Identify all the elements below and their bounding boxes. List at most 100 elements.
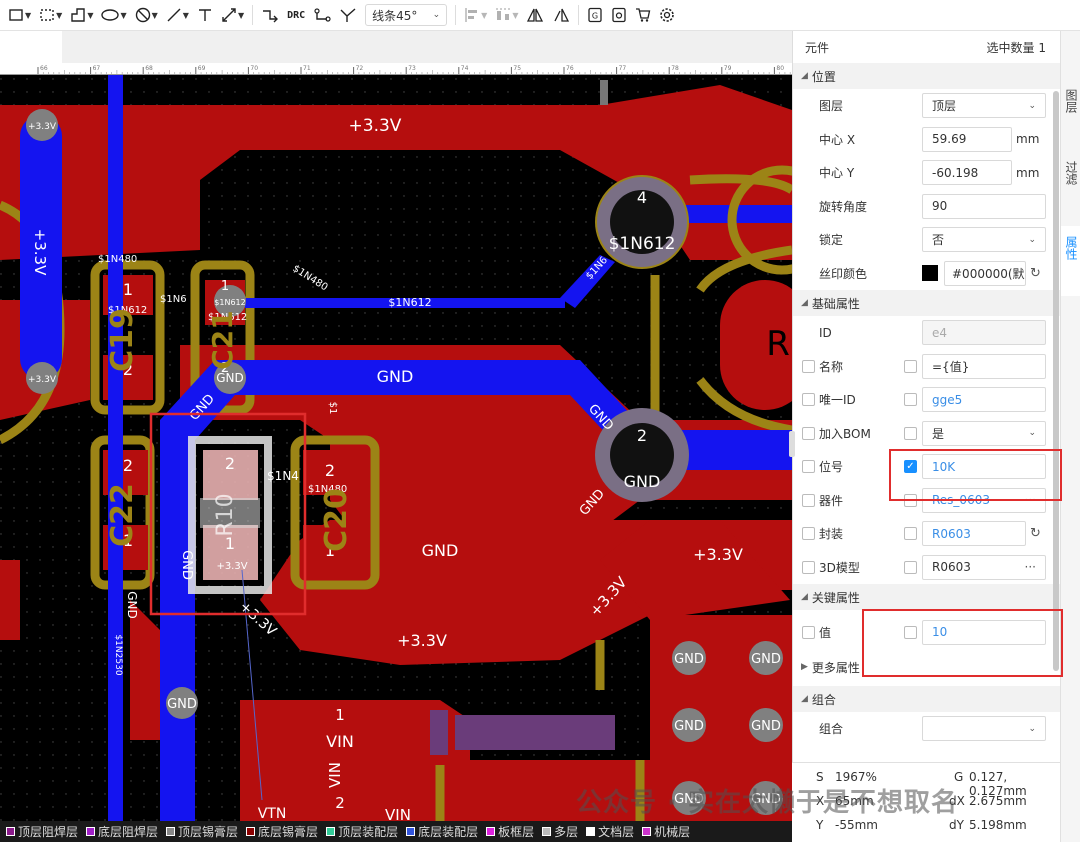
- footprint-show-checkbox[interactable]: [802, 527, 815, 541]
- center-y-input[interactable]: -60.198: [922, 160, 1012, 186]
- group-select[interactable]: ⌄: [922, 716, 1046, 742]
- value-show-checkbox[interactable]: [802, 625, 815, 639]
- layer-item[interactable]: 底层阻焊层: [86, 823, 158, 840]
- select-dashed-tool[interactable]: ▼: [35, 3, 66, 27]
- center-x-input[interactable]: 59.69: [922, 126, 1012, 152]
- chevron-down-icon: ▼: [151, 10, 158, 20]
- fanout-tool[interactable]: [335, 3, 361, 27]
- section-group[interactable]: ◢ 组合: [793, 686, 1060, 712]
- bom-select[interactable]: 是 ⌄: [922, 420, 1046, 446]
- layer-label: 底层锡膏层: [258, 825, 319, 839]
- layer-item[interactable]: 顶层装配层: [326, 823, 398, 840]
- ratsnest-line: [241, 569, 263, 801]
- line-mode-select[interactable]: 线条45° ⌄: [365, 4, 448, 26]
- field-label: 名称: [819, 359, 844, 374]
- lock-select[interactable]: 否 ⌄: [922, 227, 1046, 253]
- bom-visible-checkbox[interactable]: [904, 426, 917, 440]
- layer-item[interactable]: 板框层: [486, 823, 534, 840]
- layer-item[interactable]: 文档层: [586, 823, 634, 840]
- color-swatch[interactable]: [922, 265, 938, 282]
- row-center-y: 中心 Y -60.198 mm: [793, 156, 1060, 190]
- panel-scrollbar[interactable]: [1053, 91, 1059, 671]
- refresh-icon[interactable]: ↻: [1030, 526, 1041, 542]
- field-value: 否: [932, 233, 945, 248]
- line-tool[interactable]: ▼: [162, 3, 193, 27]
- polygon-tool[interactable]: ▼: [66, 3, 97, 27]
- footprint-visible-checkbox[interactable]: [904, 527, 917, 541]
- tab-filter[interactable]: 过滤: [1061, 161, 1080, 188]
- select-rect-tool[interactable]: ▼: [4, 3, 35, 27]
- route-tool[interactable]: [257, 3, 283, 27]
- field-value: R0603: [932, 560, 971, 575]
- copper-gnd-region: [180, 345, 792, 560]
- text-tool[interactable]: [193, 3, 217, 27]
- name-input[interactable]: ={值}: [922, 353, 1046, 379]
- pad-label: GND: [624, 472, 661, 491]
- panel-collapse-handle[interactable]: [789, 431, 795, 457]
- silk-circle-right: [727, 165, 792, 275]
- model3d-show-checkbox[interactable]: [802, 560, 815, 574]
- model3d-visible-checkbox[interactable]: [904, 560, 917, 574]
- forbid-tool[interactable]: ▼: [131, 3, 162, 27]
- layer-label: 板框层: [498, 825, 535, 839]
- section-basic[interactable]: ◢ 基础属性: [793, 290, 1060, 316]
- status-readout: S 1967% G 0.127, 0.127mm X 65mm dX 2.675…: [792, 762, 1060, 842]
- cursor-x-value: 65mm: [835, 794, 874, 808]
- tab-properties[interactable]: 属性: [1061, 226, 1080, 296]
- dimension-tool[interactable]: ▼: [217, 3, 248, 27]
- layer-select[interactable]: 顶层 ⌄: [922, 93, 1046, 119]
- flip-horizontal-tool[interactable]: [522, 3, 548, 27]
- highlight-box-value: [862, 609, 1063, 677]
- uid-input[interactable]: gge5: [922, 387, 1046, 413]
- layer-item[interactable]: 机械层: [642, 823, 690, 840]
- layer-item[interactable]: 底层装配层: [406, 823, 478, 840]
- value-visible-checkbox[interactable]: [904, 625, 917, 639]
- section-title: 组合: [811, 692, 836, 707]
- bom-button[interactable]: [631, 3, 655, 27]
- distribute-tool[interactable]: ▼: [491, 3, 522, 27]
- name-show-checkbox[interactable]: [802, 359, 815, 373]
- ellipse-tool[interactable]: ▼: [97, 3, 130, 27]
- more-icon[interactable]: ···: [1024, 560, 1036, 575]
- import-gerber-button[interactable]: G: [583, 3, 607, 27]
- field-label: 加入BOM: [819, 426, 871, 441]
- net-label: $1: [327, 402, 338, 415]
- mask-opening-small: [430, 710, 448, 755]
- net-label: +3.3V: [31, 229, 49, 276]
- bom-show-checkbox[interactable]: [802, 426, 815, 440]
- ellipse-icon: [101, 9, 120, 21]
- selected-resistor[interactable]: [188, 436, 272, 594]
- model3d-input[interactable]: R0603 ···: [922, 554, 1046, 580]
- section-position[interactable]: ◢ 位置: [793, 63, 1060, 89]
- pin-number: 2: [123, 456, 133, 475]
- designator-show-checkbox[interactable]: [802, 460, 815, 474]
- section-key[interactable]: ◢ 关键属性: [793, 584, 1060, 610]
- settings-button[interactable]: [655, 3, 679, 27]
- layer-item[interactable]: 底层锡膏层: [246, 823, 318, 840]
- tab-layers[interactable]: 图层: [1061, 89, 1080, 116]
- diff-pair-tool[interactable]: [309, 3, 335, 27]
- name-visible-checkbox[interactable]: [904, 359, 917, 373]
- device-show-checkbox[interactable]: [802, 493, 815, 507]
- footprint-input[interactable]: R0603: [922, 521, 1026, 547]
- layer-item[interactable]: 顶层锡膏层: [166, 823, 238, 840]
- value-input[interactable]: 10: [922, 619, 1046, 645]
- rotation-input[interactable]: 90: [922, 193, 1046, 219]
- export-image-button[interactable]: [607, 3, 631, 27]
- uid-show-checkbox[interactable]: [802, 393, 815, 407]
- refresh-icon[interactable]: ↻: [1030, 265, 1041, 281]
- layer-label: 多层: [554, 825, 579, 839]
- designator-visible-checkbox[interactable]: ✓: [904, 460, 917, 474]
- uid-visible-checkbox[interactable]: [904, 393, 917, 407]
- layer-item[interactable]: 多层: [542, 823, 578, 840]
- designator-input[interactable]: 10K: [922, 454, 1046, 480]
- status-label: dX: [949, 794, 965, 808]
- layer-item[interactable]: 顶层阻焊层: [6, 823, 78, 840]
- document-tab[interactable]: [0, 31, 62, 63]
- drc-button[interactable]: DRC: [283, 3, 309, 27]
- align-left-tool[interactable]: ▼: [460, 3, 491, 27]
- silk-color-input[interactable]: #000000(默: [944, 260, 1026, 286]
- flip-vertical-tool[interactable]: [548, 3, 574, 27]
- pcb-board-view[interactable]: +3.3V +3.3V +3.3V +3.3V $1N480 $1N480 $1…: [0, 75, 792, 821]
